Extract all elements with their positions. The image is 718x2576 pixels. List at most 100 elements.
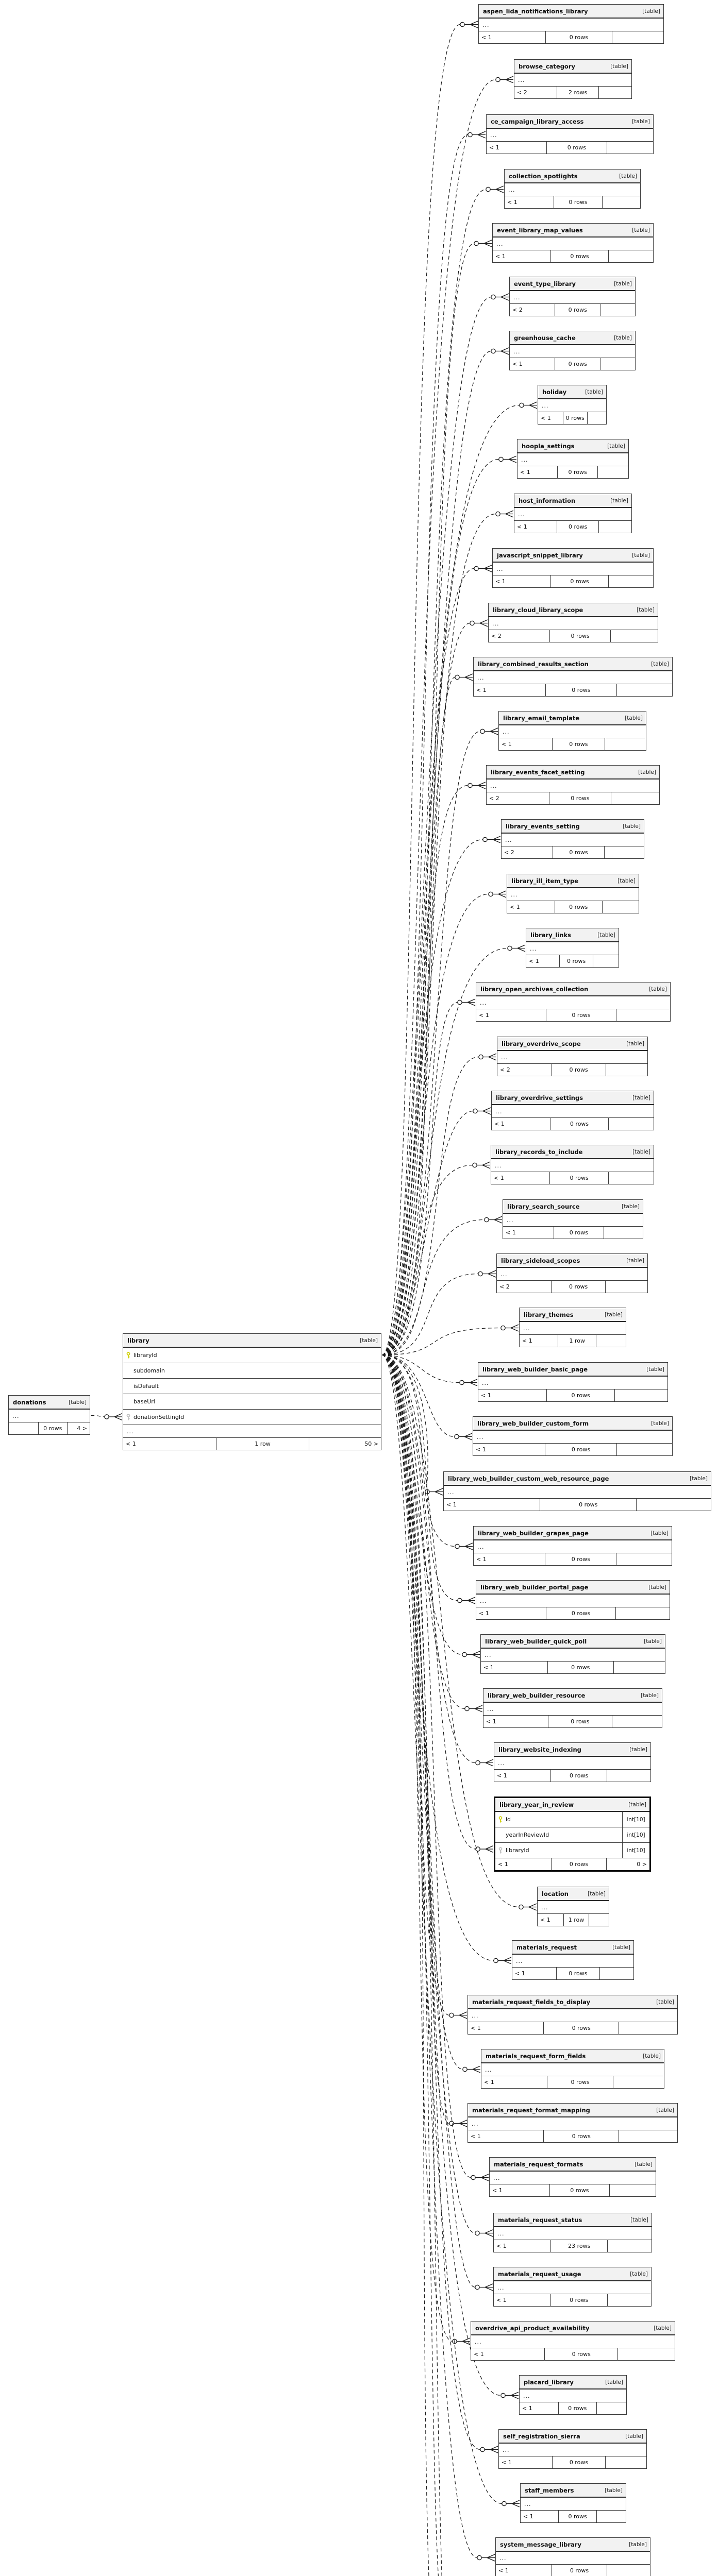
table-title[interactable]: event_library_map_values — [497, 226, 583, 234]
table-node[interactable]: library_cloud_library_scope[table]...< 2… — [488, 603, 658, 642]
table-title[interactable]: library_cloud_library_scope — [493, 606, 583, 614]
table-title[interactable]: library_web_builder_quick_poll — [485, 1637, 587, 1645]
table-title[interactable]: materials_request_format_mapping — [472, 2106, 590, 2114]
table-node[interactable]: library_web_builder_custom_web_resource_… — [443, 1471, 711, 1511]
table-title[interactable]: location — [542, 1890, 569, 1897]
table-title[interactable]: library_links — [530, 931, 572, 939]
footer-child-count — [613, 1662, 665, 1673]
table-title[interactable]: placard_library — [524, 2378, 574, 2386]
table-title[interactable]: event_type_library — [514, 280, 576, 287]
table-title[interactable]: materials_request_formats — [494, 2160, 583, 2168]
table-title[interactable]: library_overdrive_scope — [502, 1040, 581, 1047]
table-title[interactable]: library_combined_results_section — [478, 660, 589, 668]
table-title[interactable]: library_web_builder_custom_form — [477, 1419, 589, 1427]
table-node[interactable]: materials_request_form_fields[table]...<… — [481, 2049, 664, 2089]
table-title[interactable]: collection_spotlights — [509, 172, 578, 180]
table-node[interactable]: materials_request_format_mapping[table].… — [467, 2103, 678, 2143]
table-title[interactable]: library_search_source — [507, 1202, 580, 1210]
table-title[interactable]: staff_members — [525, 2486, 574, 2494]
table-title[interactable]: library_sideload_scopes — [501, 1257, 580, 1264]
table-title[interactable]: library_ill_item_type — [511, 877, 579, 885]
table-node[interactable]: library_web_builder_custom_form[table]..… — [473, 1416, 673, 1456]
table-title[interactable]: donations — [13, 1398, 46, 1406]
table-node[interactable]: library_web_builder_resource[table]...< … — [483, 1688, 662, 1728]
footer-row-count: 0 rows — [551, 1064, 606, 1076]
table-title[interactable]: library — [127, 1336, 149, 1344]
table-node[interactable]: materials_request_fields_to_display[tabl… — [467, 1995, 678, 2035]
table-title[interactable]: library_open_archives_collection — [480, 985, 589, 993]
table-node[interactable]: aspen_lida_notifications_library[table].… — [478, 4, 664, 44]
table-node[interactable]: library_web_builder_portal_page[table]..… — [476, 1580, 670, 1620]
table-title[interactable]: library_web_builder_portal_page — [480, 1583, 589, 1591]
table-title[interactable]: holiday — [542, 388, 567, 396]
table-title[interactable]: library_web_builder_grapes_page — [478, 1529, 589, 1537]
table-title[interactable]: host_information — [519, 497, 576, 504]
table-title[interactable]: overdrive_api_product_availability — [475, 2324, 590, 2332]
table-title[interactable]: greenhouse_cache — [514, 334, 576, 342]
table-title[interactable]: library_themes — [524, 1311, 574, 1318]
table-title[interactable]: materials_request_status — [498, 2216, 582, 2224]
table-title[interactable]: aspen_lida_notifications_library — [483, 7, 588, 15]
table-title[interactable]: library_year_in_review — [499, 1801, 574, 1808]
table-title[interactable]: materials_request_form_fields — [486, 2052, 586, 2060]
table-title[interactable]: browse_category — [519, 62, 575, 70]
table-title[interactable]: self_registration_sierra — [503, 2432, 580, 2440]
table-title[interactable]: library_website_indexing — [498, 1745, 581, 1753]
table-title[interactable]: materials_request_fields_to_display — [472, 1998, 591, 2006]
table-title[interactable]: library_events_setting — [506, 822, 580, 830]
table-title[interactable]: hoopla_settings — [522, 442, 575, 450]
table-title[interactable]: library_overdrive_settings — [496, 1094, 583, 1101]
table-node[interactable]: library_events_facet_setting[table]...< … — [486, 765, 660, 805]
table-title[interactable]: library_web_builder_custom_web_resource_… — [448, 1475, 609, 1482]
table-title[interactable]: library_web_builder_resource — [488, 1691, 586, 1699]
table-title[interactable]: materials_request — [516, 1943, 577, 1951]
table-title[interactable]: ce_campaign_library_access — [491, 117, 584, 125]
table-title[interactable]: library_events_facet_setting — [491, 768, 585, 776]
table-title[interactable]: library_email_template — [503, 714, 580, 722]
table-node[interactable]: library_open_archives_collection[table].… — [476, 982, 671, 1022]
table-title[interactable]: materials_request_usage — [498, 2270, 581, 2278]
table-node[interactable]: overdrive_api_product_availability[table… — [471, 2321, 675, 2361]
table-node[interactable]: library_web_builder_basic_page[table]...… — [478, 1362, 668, 1402]
table-title[interactable]: javascript_snippet_library — [497, 551, 583, 559]
table-title[interactable]: library_web_builder_basic_page — [482, 1365, 588, 1373]
table-title[interactable]: library_records_to_include — [495, 1148, 583, 1156]
table-node[interactable]: library_web_builder_quick_poll[table]...… — [480, 1634, 665, 1674]
table-node[interactable]: library_combined_results_section[table].… — [473, 657, 673, 697]
table-title[interactable]: system_message_library — [500, 2540, 581, 2548]
table-node[interactable]: library_web_builder_grapes_page[table]..… — [473, 1526, 672, 1566]
